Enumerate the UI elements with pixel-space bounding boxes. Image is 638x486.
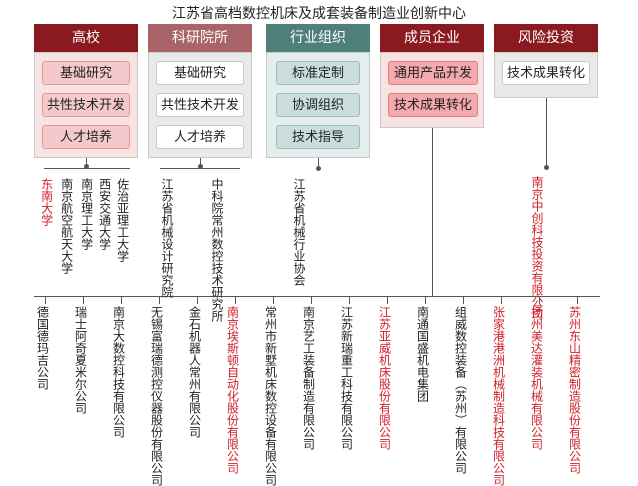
org-member-association: 江苏省机械行业协会 [292,178,306,286]
venture-node [544,165,549,170]
company-tick [121,296,122,304]
univ-item-common-tech: 共性技术开发 [42,93,130,117]
org-item-standards: 标准定制 [276,61,360,85]
univ-connector [86,158,87,166]
org-item-guidance: 技术指导 [276,125,360,149]
inst-member-jiangsu-design: 江苏省机械设计研究院 [160,178,174,298]
company-tick [425,296,426,304]
member-trunk [432,128,433,296]
header-venture: 风险投资 [494,24,598,52]
company-tick [349,296,350,304]
company-name: 金石机器人常州有限公司 [187,306,202,438]
univ-member-njust: 南京理工大学 [79,178,94,250]
company-tick [235,296,236,304]
company-tick [387,296,388,304]
inst-member-cas-changzhou: 中科院常州数控技术研究所 [210,178,224,322]
company-tick [539,296,540,304]
univ-node [84,164,89,169]
header-member-companies: 成员企业 [380,24,484,52]
inst-connector [200,158,201,166]
companies-hline [34,296,600,297]
company-name: 南京艺工装备制造有限公司 [301,306,316,450]
company-tick [197,296,198,304]
member-item-product-dev: 通用产品开发 [388,61,478,85]
univ-member-nuaa: 南京航空航天大学 [59,178,74,274]
univ-member-seu: 东南大学 [39,178,54,226]
member-item-tech-transfer: 技术成果转化 [388,93,478,117]
company-tick [159,296,160,304]
header-institutes: 科研院所 [148,24,252,52]
inst-item-common-tech: 共性技术开发 [156,93,244,117]
company-tick [83,296,84,304]
org-node [316,166,321,171]
org-connector [318,158,319,168]
company-name: 无锡富瑞德测控仪器股份有限公司 [149,306,164,486]
company-tick [463,296,464,304]
company-name: 江苏新瑞重工科技有限公司 [339,306,354,450]
company-name: 常州市新墅机床数控设备有限公司 [263,306,278,486]
company-tick [501,296,502,304]
univ-item-basic-research: 基础研究 [42,61,130,85]
venture-member: 南京中创科技投资有限公司 [530,176,544,320]
company-name: 江苏亚威机床股份有限公司 [377,306,392,450]
company-name: 扬州美达灌装机械有限公司 [529,306,544,450]
venture-item-tech-transfer: 技术成果转化 [502,61,590,85]
org-item-coordination: 协调组织 [276,93,360,117]
univ-member-xjtu: 西安交通大学 [97,178,112,250]
company-name: 瑞士阿奇夏米尔公司 [73,306,88,414]
company-name: 组威数控装备（苏州）有限公司 [453,306,468,474]
inst-hline [160,168,240,169]
company-tick [45,296,46,304]
company-name: 张家港港洲机械制造科技有限公司 [491,306,506,486]
inst-node [198,164,203,169]
company-name: 南京大数控科技有限公司 [111,306,126,438]
company-name: 南京埃斯顿自动化股份有限公司 [225,306,240,474]
company-name: 德国德玛吉公司 [35,306,50,390]
venture-connector [546,98,547,168]
company-tick [273,296,274,304]
univ-hline [44,168,130,169]
company-name: 苏州东山精密制造股份有限公司 [567,306,582,474]
inst-item-basic-research: 基础研究 [156,61,244,85]
header-industry-org: 行业组织 [266,24,370,52]
inst-item-talent: 人才培养 [156,125,244,149]
company-tick [577,296,578,304]
company-name: 南通国盛机电集团 [415,306,430,402]
page-title: 江苏省高档数控机床及成套装备制造业创新中心 [172,6,466,22]
univ-member-gatech: 佐治亚理工大学 [115,178,130,262]
univ-item-talent: 人才培养 [42,125,130,149]
header-universities: 高校 [34,24,138,52]
company-tick [311,296,312,304]
